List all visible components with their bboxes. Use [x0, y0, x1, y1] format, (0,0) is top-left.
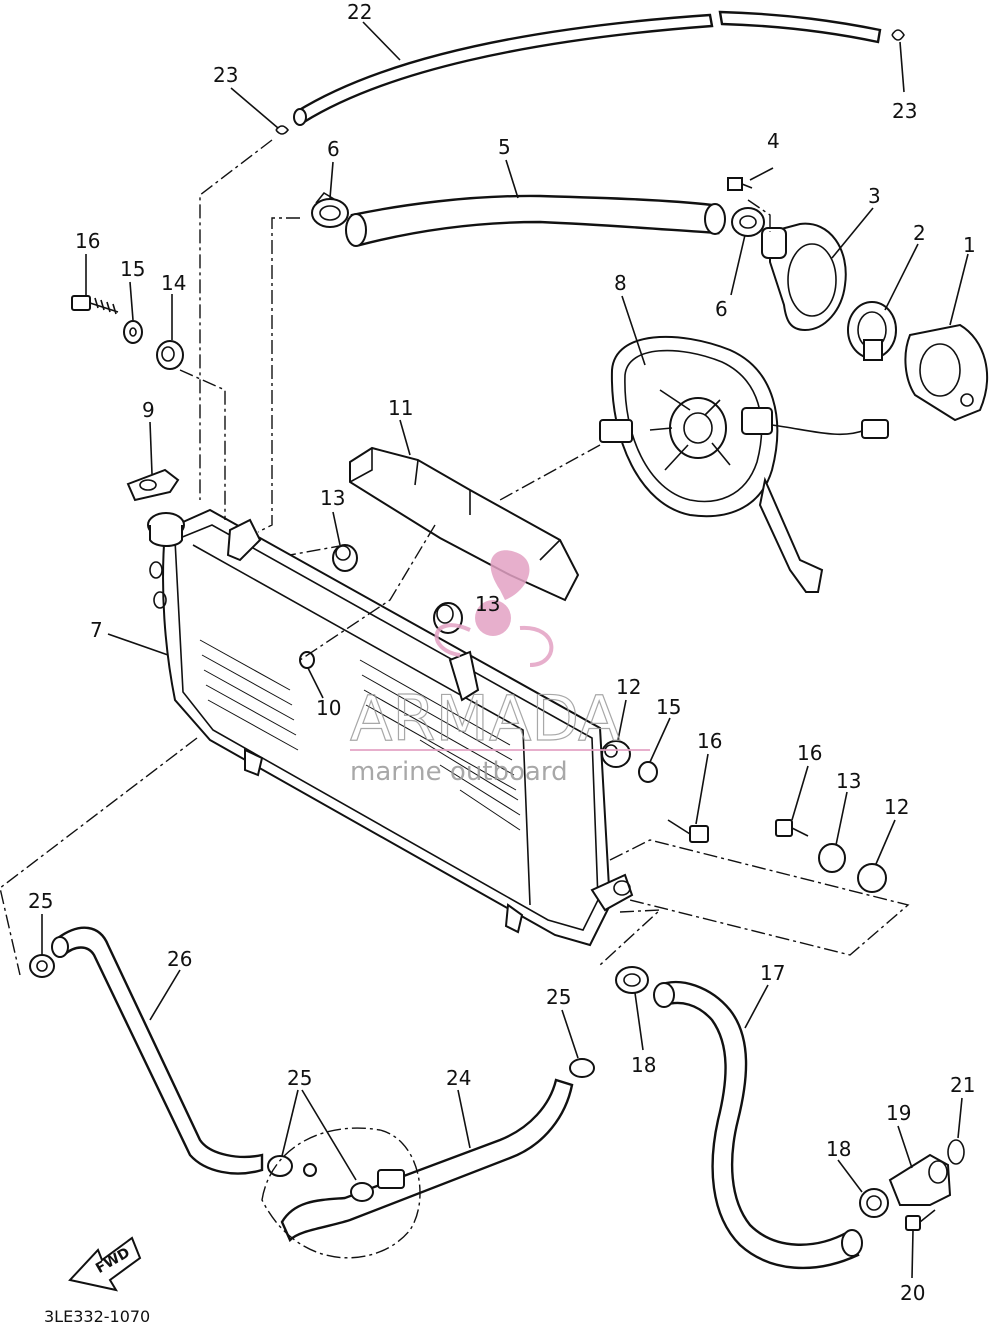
radiator-7 [147, 508, 634, 947]
watermark-logo: ARMADA marine outboard [349, 550, 650, 787]
callout-24: 24 [446, 1066, 471, 1090]
callout-6: 6 [327, 137, 340, 161]
callout-15: 15 [656, 695, 681, 719]
thermostat-cover-3 [761, 222, 847, 332]
cooling-fan-8 [599, 335, 889, 593]
diagram-code: 3LE332-1070 [44, 1307, 150, 1326]
callout-23: 23 [213, 63, 238, 87]
callout-19: 19 [886, 1101, 911, 1125]
callout-17: 17 [760, 961, 785, 985]
bolt-16-right [775, 819, 809, 837]
callout-23: 23 [892, 99, 917, 123]
callout-15: 15 [120, 257, 145, 281]
hose-clamp-25-mid [350, 1182, 374, 1202]
callout-7: 7 [90, 618, 103, 642]
washer-15-mid [638, 761, 658, 783]
grommet-12-mid [601, 740, 631, 768]
callout-25: 25 [28, 889, 53, 913]
bolt-20 [905, 1209, 936, 1231]
thermostat-2 [847, 301, 897, 361]
watermark-brand: ARMADA [350, 682, 620, 755]
hose-clamp-18-upper [615, 966, 649, 994]
callout-25: 25 [287, 1066, 312, 1090]
bolt-16-mid [667, 819, 709, 843]
bolt-10 [299, 651, 315, 669]
clip-23-top-left [275, 125, 290, 135]
callout-11: 11 [388, 396, 413, 420]
grommet-12-right [857, 863, 887, 893]
callout-12: 12 [884, 795, 909, 819]
callout-12: 12 [616, 675, 641, 699]
callout-6: 6 [715, 297, 728, 321]
shroud-11 [349, 446, 580, 602]
hose-22 [293, 10, 882, 126]
hose-clamp-6-right [731, 207, 765, 237]
callout-13: 13 [320, 486, 345, 510]
callout-1: 1 [963, 233, 976, 257]
callout-16: 16 [797, 741, 822, 765]
hose-clamp-18-lower [859, 1188, 889, 1218]
hose-clamp-25-right [569, 1058, 595, 1078]
collar-13-right [818, 843, 846, 873]
hose-5 [345, 194, 726, 247]
o-ring-21 [947, 1139, 965, 1165]
callout-9: 9 [142, 398, 155, 422]
callout-2: 2 [913, 221, 926, 245]
hose-clamp-25-lower-left [267, 1155, 293, 1177]
callout-22: 22 [347, 0, 372, 24]
thermostat-housing-1 [904, 323, 988, 422]
callout-13: 13 [836, 769, 861, 793]
callout-25: 25 [546, 985, 571, 1009]
fwd-arrow: FWD [68, 1236, 142, 1292]
clip-23-top-right [891, 29, 905, 41]
bolt-4 [727, 177, 753, 191]
callout-16: 16 [697, 729, 722, 753]
watermark-tagline: marine outboard [350, 757, 568, 787]
cap-holder-9 [126, 468, 180, 502]
callout-8: 8 [614, 271, 627, 295]
pipe-19 [888, 1153, 952, 1206]
hose-clamp-25-left [29, 954, 55, 978]
washer-15-upper-left [123, 320, 143, 344]
callout-3: 3 [868, 184, 881, 208]
hose-26 [51, 926, 264, 1175]
callout-10: 10 [316, 696, 341, 720]
callout-14: 14 [161, 271, 186, 295]
grommet-14 [156, 340, 184, 370]
bolt-16-upper-left [71, 295, 119, 315]
callout-20: 20 [900, 1281, 925, 1305]
leader-lines [0, 21, 969, 1279]
hose-clamp-6-left [311, 191, 349, 228]
callout-5: 5 [498, 135, 511, 159]
callouts: 22 23 23 6 5 4 3 2 1 6 16 15 14 8 9 11 1… [28, 0, 976, 1305]
hose-24 [261, 1078, 574, 1259]
callout-13: 13 [475, 592, 500, 616]
callout-18: 18 [826, 1137, 851, 1161]
callout-21: 21 [950, 1073, 975, 1097]
callout-18: 18 [631, 1053, 656, 1077]
hose-17 [653, 980, 863, 1270]
callout-4: 4 [767, 129, 780, 153]
callout-16: 16 [75, 229, 100, 253]
callout-26: 26 [167, 947, 192, 971]
collar-13-upper [332, 544, 358, 572]
